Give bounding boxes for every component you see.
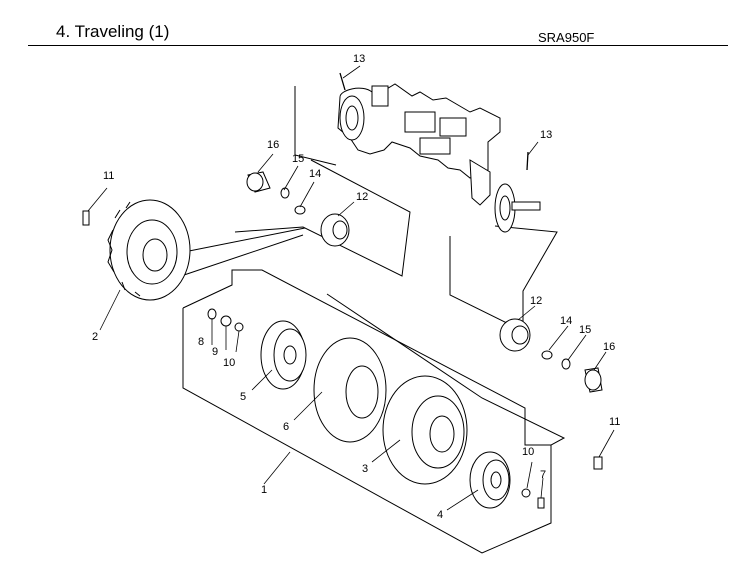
hub-lower-right	[499, 318, 603, 393]
wheel-tire-right	[382, 375, 468, 485]
assembly-outline-back	[182, 269, 551, 446]
callout-8: 8	[198, 336, 204, 348]
assembly-outline	[182, 293, 566, 554]
callout-10b: 10	[522, 446, 534, 458]
callout-11a: 11	[103, 170, 114, 182]
callout-4: 4	[437, 509, 443, 521]
callout-7: 7	[540, 469, 546, 481]
callout-2: 2	[92, 331, 98, 343]
callout-15a: 15	[292, 153, 304, 165]
wheel-tire-left	[107, 199, 191, 301]
callout-12b: 12	[530, 295, 542, 307]
front-axle-assembly	[337, 83, 541, 233]
mount-box-lower	[449, 225, 558, 332]
header-rule	[28, 45, 728, 46]
callout-16b: 16	[603, 341, 615, 353]
callout-10a: 10	[223, 357, 235, 369]
hub-upper-left	[246, 171, 350, 247]
callout-14a: 14	[309, 168, 321, 180]
callout-1: 1	[261, 484, 267, 496]
callout-11b: 11	[609, 416, 620, 428]
callout-13b: 13	[540, 129, 552, 141]
callout-9: 9	[212, 346, 218, 358]
callout-14b: 14	[560, 315, 572, 327]
fasteners	[82, 210, 603, 509]
callout-15b: 15	[579, 324, 591, 336]
callout-labels: 1 2 3 4 5 6 7 8 9 10 10 11 11 12 12 13 1…	[92, 53, 620, 521]
mount-box-upper	[234, 159, 411, 277]
callout-13a: 13	[353, 53, 365, 65]
axle-box	[294, 86, 337, 166]
callout-12a: 12	[356, 191, 368, 203]
model-code: SRA950F	[538, 30, 595, 45]
callout-16a: 16	[267, 139, 279, 151]
page-title: 4. Traveling (1)	[56, 22, 170, 41]
wheel-rim-inner	[260, 320, 307, 390]
inner-tube	[313, 337, 387, 443]
wheel-rim-outer	[469, 451, 511, 509]
callout-5: 5	[240, 391, 246, 403]
callout-6: 6	[283, 421, 289, 433]
callout-3: 3	[362, 463, 368, 475]
